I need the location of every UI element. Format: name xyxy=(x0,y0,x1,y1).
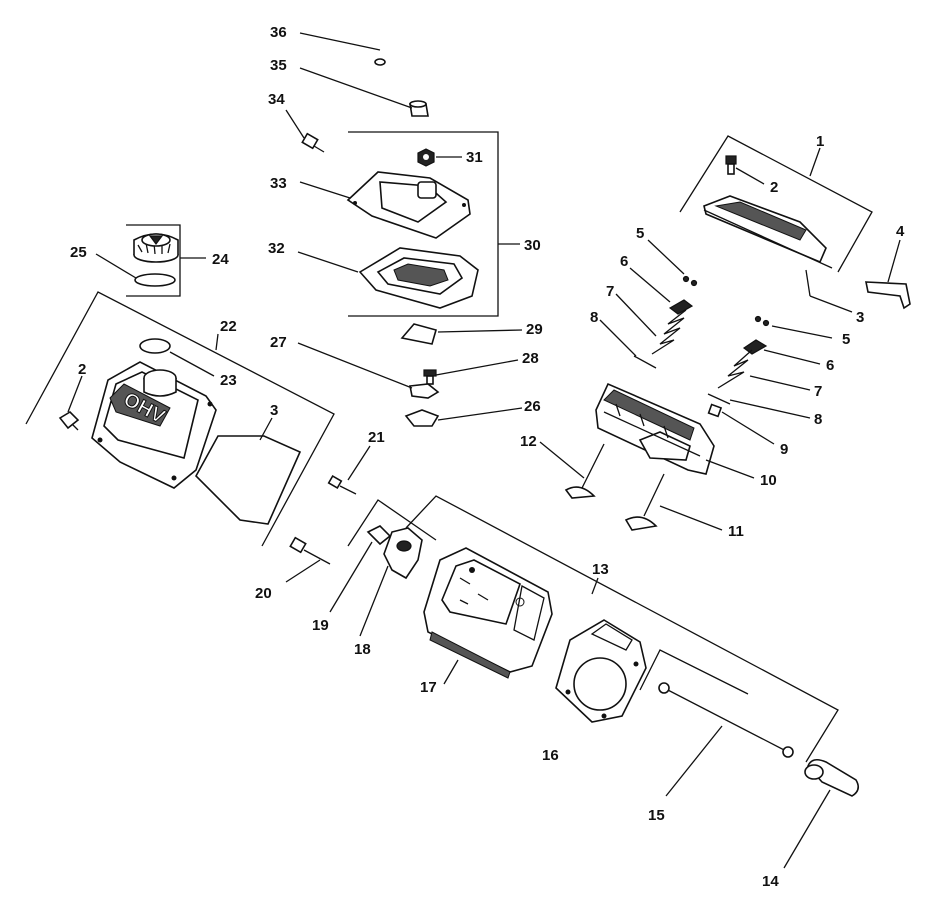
tappet-part xyxy=(804,758,860,797)
spacer-part xyxy=(366,525,392,546)
callout-5-left: 5 xyxy=(636,225,644,242)
callout-4: 4 xyxy=(896,223,905,240)
screw-part-28 xyxy=(423,369,437,385)
valve-cover-part: OHV xyxy=(91,361,217,489)
valve-cap-part xyxy=(707,403,723,418)
cylinder-assembly-part xyxy=(423,547,553,679)
callout-5-right: 5 xyxy=(842,331,850,348)
callout-7-left: 7 xyxy=(606,283,614,300)
bolt-part-20 xyxy=(289,536,331,565)
tube-grommet-part xyxy=(409,100,429,117)
callout-8-left: 8 xyxy=(590,309,598,326)
callout-6-right: 6 xyxy=(826,357,834,374)
callout-2-left: 2 xyxy=(78,361,86,378)
callout-13: 13 xyxy=(592,561,609,578)
spring-retainer-part-right xyxy=(742,339,768,355)
exhaust-valve-part xyxy=(624,473,665,531)
screw-part xyxy=(301,132,325,153)
callout-10: 10 xyxy=(760,472,777,489)
callout-20: 20 xyxy=(255,585,272,602)
bracket-part-4 xyxy=(865,281,911,310)
callout-29: 29 xyxy=(526,321,543,338)
callout-33: 33 xyxy=(270,175,287,192)
callout-27: 27 xyxy=(270,334,287,351)
callout-7-right: 7 xyxy=(814,383,822,400)
callout-6-left: 6 xyxy=(620,253,628,270)
callout-36: 36 xyxy=(270,24,287,41)
callout-23: 23 xyxy=(220,372,237,389)
housing-part-18 xyxy=(383,527,423,580)
breather-plate-part xyxy=(358,247,479,309)
callout-18: 18 xyxy=(354,641,371,658)
head-gasket-part xyxy=(555,619,647,723)
push-rod-part xyxy=(658,682,794,758)
callout-19: 19 xyxy=(312,617,329,634)
callout-2-right: 2 xyxy=(770,179,778,196)
callout-15: 15 xyxy=(648,807,665,824)
callout-3-left: 3 xyxy=(270,402,278,419)
callout-31: 31 xyxy=(466,149,483,166)
gasket-part-left xyxy=(195,435,302,525)
callout-3-right: 3 xyxy=(856,309,864,326)
nut-part xyxy=(417,148,435,167)
screw-part-right xyxy=(725,155,737,175)
intake-valve-part xyxy=(564,443,605,499)
leader-lines xyxy=(25,32,901,869)
breather-tube-part xyxy=(374,37,420,98)
valve-seal-part-right xyxy=(707,393,731,405)
callout-30: 30 xyxy=(524,237,541,254)
callout-8-right: 8 xyxy=(814,411,822,428)
callout-1: 1 xyxy=(816,133,824,150)
reed-part xyxy=(400,323,437,345)
callout-34: 34 xyxy=(268,91,285,108)
callout-12: 12 xyxy=(520,433,537,450)
oil-fill-cap-part xyxy=(133,233,179,263)
callout-28: 28 xyxy=(522,350,539,367)
callout-labels: 36 35 34 31 33 32 30 29 27 28 26 25 24 2… xyxy=(70,24,905,890)
callout-22: 22 xyxy=(220,318,237,335)
screw-part-21 xyxy=(327,474,357,495)
callout-17: 17 xyxy=(420,679,437,696)
breather-cover-part xyxy=(346,171,471,239)
callout-11: 11 xyxy=(728,523,744,540)
callout-25: 25 xyxy=(70,244,87,261)
callout-32: 32 xyxy=(268,240,285,257)
bracket-part-26 xyxy=(404,409,440,427)
valve-spring-part xyxy=(651,309,753,389)
screw-part-left xyxy=(58,410,80,431)
callout-9: 9 xyxy=(780,441,788,458)
valve-keeper-part xyxy=(682,275,770,327)
callout-35: 35 xyxy=(270,57,287,74)
o-ring-part-23 xyxy=(139,338,171,354)
spring-retainer-part xyxy=(668,299,694,315)
callout-24: 24 xyxy=(212,251,229,268)
callout-26: 26 xyxy=(524,398,541,415)
callout-14: 14 xyxy=(762,873,779,890)
bracket-part-27 xyxy=(409,383,440,399)
callout-21: 21 xyxy=(368,429,385,446)
o-ring-part xyxy=(134,273,176,287)
cylinder-head-part xyxy=(595,382,715,475)
valve-seal-part xyxy=(633,355,657,369)
rocker-cover-part xyxy=(703,195,833,269)
callout-16: 16 xyxy=(542,747,559,764)
